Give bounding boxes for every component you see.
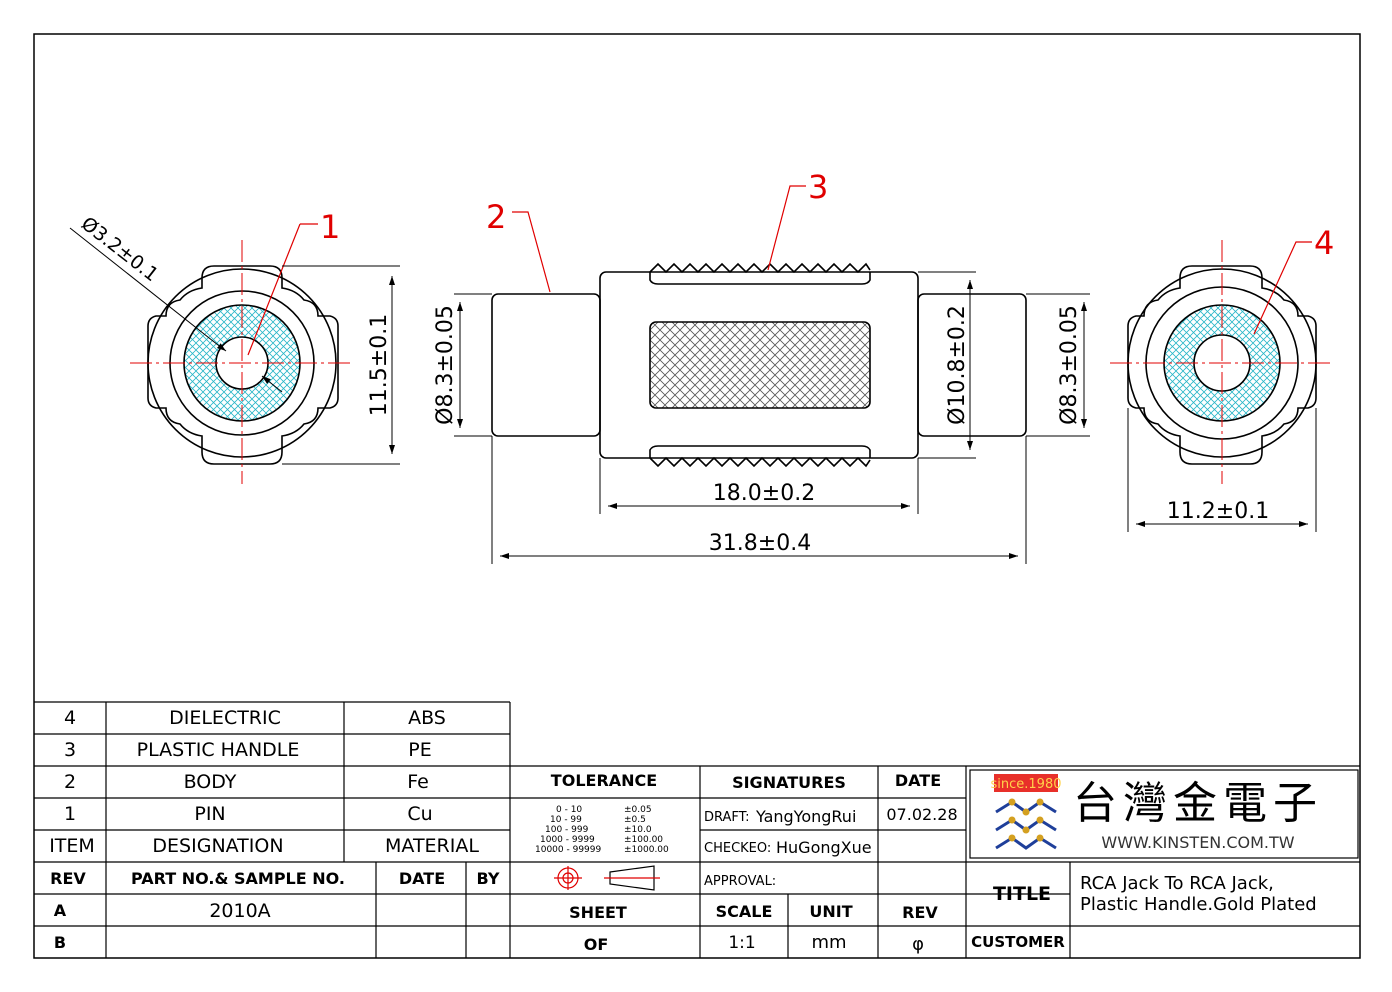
left-height-dimension [282,265,400,465]
bom-material: PE [408,739,431,761]
title-line-2: Plastic Handle.Gold Plated [1080,894,1317,915]
logo-company-cn: 台灣金電子 [1073,778,1323,829]
left-end-view [147,265,339,465]
right-center-lines [1110,240,1334,484]
approval-label: APPROVAL: [704,874,776,889]
scale-value: 1:1 [728,933,755,953]
dim-body-dia-right: Ø8.3±0.05 [1057,305,1082,425]
bom-designation: PLASTIC HANDLE [137,739,300,761]
checked-label: CHECKEO: [704,841,771,856]
draft-name: YangYongRui [755,807,856,826]
dim-pin-diameter: Ø3.2±0.1 [77,213,162,287]
bom-designation: DIELECTRIC [169,707,281,729]
rev-row-part: 2010A [209,900,270,922]
tol-value: ±100.00 [624,835,663,845]
bom-material: ABS [408,707,446,729]
dim-right-width: 11.2±0.1 [1167,499,1269,524]
left-center-lines [130,240,352,484]
balloon-3: 3 [808,168,828,206]
bom-item: 4 [64,707,76,729]
revision-rows: REV PART NO.& SAMPLE NO. DATE BY A 2010A… [50,869,500,952]
scale-label: SCALE [716,902,773,921]
tol-range: 10000 - 99999 [535,845,602,855]
of-label: OF [584,935,609,954]
sheet-border [33,33,1361,959]
logo-since: since.1980 [991,777,1062,792]
pin-diameter-leader [69,227,283,393]
tol-range: 0 - 10 [556,805,582,815]
unit-value: mm [811,932,846,953]
tolerance-table: 0 - 10 ±0.05 10 - 99 ±0.5 100 - 999 ±10.… [535,805,669,855]
tol-range: 100 - 999 [545,825,589,835]
part-header: PART NO.& SAMPLE NO. [131,869,345,888]
bom-header-item: ITEM [49,835,95,857]
balloon-4-leader [1253,241,1312,335]
bom-designation: BODY [184,771,237,793]
draft-date: 07.02.28 [886,805,957,824]
bom-header-material: MATERIAL [385,835,479,857]
tolerance-label: TOLERANCE [551,771,657,790]
date-label: DATE [895,771,941,790]
balloon-2-leader [512,211,551,293]
date-header: DATE [399,869,445,888]
right-width-dimension [1127,408,1317,532]
bom-material: Fe [407,771,429,793]
rev-row-rev: A [54,901,67,920]
dim-left-height: 11.5±0.1 [367,314,392,416]
unit-label: UNIT [809,902,852,921]
bom-designation: PIN [194,803,225,825]
dim-overall-length: 31.8±0.4 [709,531,811,556]
tol-range: 10 - 99 [550,815,582,825]
draft-label: DRAFT: [704,810,750,825]
dim-handle-dia: Ø10.8±0.2 [945,305,970,425]
rev-label: REV [902,903,938,922]
customer-label: CUSTOMER [971,933,1065,951]
tol-value: ±10.0 [624,825,652,835]
bom-item: 1 [64,803,76,825]
dim-handle-length: 18.0±0.2 [713,481,815,506]
tol-value: ±0.5 [624,815,646,825]
bom-header-designation: DESIGNATION [152,835,283,857]
balloon-1-leader [247,223,318,356]
tol-value: ±0.05 [624,805,652,815]
balloon-3-leader [767,185,806,271]
bom-item: 2 [64,771,76,793]
side-dimensions [454,271,1090,564]
rev-header: REV [50,869,86,888]
dim-body-dia-left: Ø8.3±0.05 [433,305,458,425]
title-label: TITLE [993,883,1051,905]
bom-material: Cu [407,803,432,825]
tol-value: ±1000.00 [624,845,669,855]
balloon-4: 4 [1314,224,1334,262]
rev-value: φ [912,934,924,955]
signatures-label: SIGNATURES [732,773,846,792]
balloon-2: 2 [486,198,506,236]
sheet-label: SHEET [569,903,627,922]
bom-item: 3 [64,739,76,761]
title-line-1: RCA Jack To RCA Jack, [1080,873,1274,894]
balloon-1: 1 [320,208,340,246]
rev-row-rev: B [54,933,66,952]
kinsten-logo-icon: since.1980 [991,774,1062,850]
tol-range: 1000 - 9999 [540,835,595,845]
bom-rows: 4 DIELECTRIC ABS 3 PLASTIC HANDLE PE 2 B… [49,707,479,857]
bom-table [34,701,1360,958]
title-block-grid [510,765,1360,958]
revision-table [34,862,1070,958]
projection-symbol-icon [554,865,660,891]
checked-name: HuGongXue [776,838,872,857]
by-header: BY [477,869,500,888]
logo-website: WWW.KINSTEN.COM.TW [1101,833,1294,852]
